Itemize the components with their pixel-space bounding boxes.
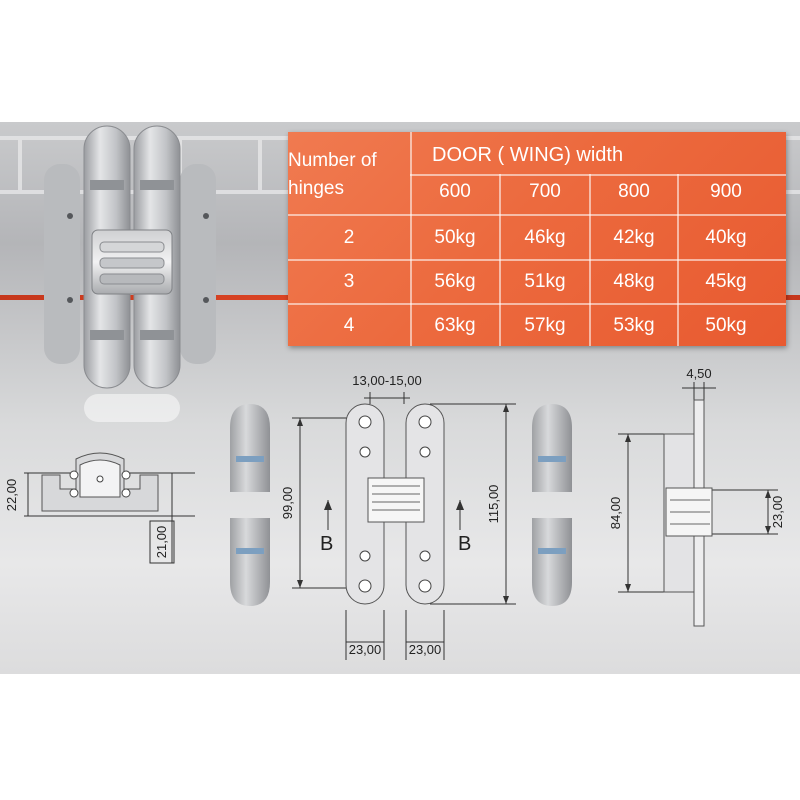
width-900: 900: [710, 181, 742, 202]
col-divider: [410, 132, 412, 346]
row-divider: [288, 259, 786, 261]
col-divider: [589, 174, 591, 346]
dim-gap: 13,00-15,00: [352, 373, 421, 388]
cover-caps-drawing: [230, 404, 270, 606]
col-divider: [677, 174, 679, 346]
load-cell: 40kg: [705, 227, 747, 248]
dim-inner-height: 99,00: [280, 487, 295, 520]
dim-side-thickness: 4,50: [686, 366, 711, 381]
load-cell: 50kg: [705, 315, 747, 336]
side-view-drawing: 4,50 84,00 23,00: [608, 366, 785, 627]
load-cell: 42kg: [613, 227, 655, 248]
row-hinges-4: 4: [343, 315, 355, 336]
row-divider: [288, 214, 786, 216]
cover-caps-drawing-right: [532, 404, 572, 606]
load-cell: 48kg: [613, 271, 655, 292]
load-cell: 57kg: [524, 315, 566, 336]
dim-section-depth: 21,00: [154, 526, 169, 559]
col-divider: [499, 174, 501, 346]
load-cell: 46kg: [524, 227, 566, 248]
dim-right-width: 23,00: [409, 642, 442, 657]
hinge-product-photo: [44, 125, 216, 422]
door-width-header: DOOR ( WING) width: [432, 143, 624, 166]
width-600: 600: [439, 181, 471, 202]
load-cell: 53kg: [613, 315, 655, 336]
section-mark-left: B: [320, 533, 333, 555]
load-cell: 56kg: [434, 271, 476, 292]
dim-section-height: 22,00: [4, 479, 19, 512]
width-700: 700: [529, 181, 561, 202]
load-cell: 50kg: [434, 227, 476, 248]
load-cell: 51kg: [524, 271, 566, 292]
dim-side-knuckle: 23,00: [770, 496, 785, 529]
load-cell: 45kg: [705, 271, 747, 292]
dim-side-height: 84,00: [608, 497, 623, 530]
header-divider: [410, 174, 786, 176]
dim-left-width: 23,00: [349, 642, 382, 657]
load-capacity-table: Number of hinges DOOR ( WING) width 600 …: [288, 132, 786, 346]
hinges-count-header: Number of hinges: [288, 150, 377, 199]
dim-total-height: 115,00: [486, 485, 501, 524]
row-hinges-2: 2: [343, 227, 355, 248]
front-view-drawing: 13,00-15,00 99,00 115,00 23,00 23,00 B B: [280, 373, 516, 660]
section-mark-right: B: [458, 533, 471, 555]
row-divider: [288, 303, 786, 305]
row-hinges-3: 3: [343, 271, 355, 292]
width-800: 800: [618, 181, 650, 202]
cross-section-drawing: 22,00 21,00: [4, 452, 195, 564]
load-cell: 63kg: [434, 315, 476, 336]
